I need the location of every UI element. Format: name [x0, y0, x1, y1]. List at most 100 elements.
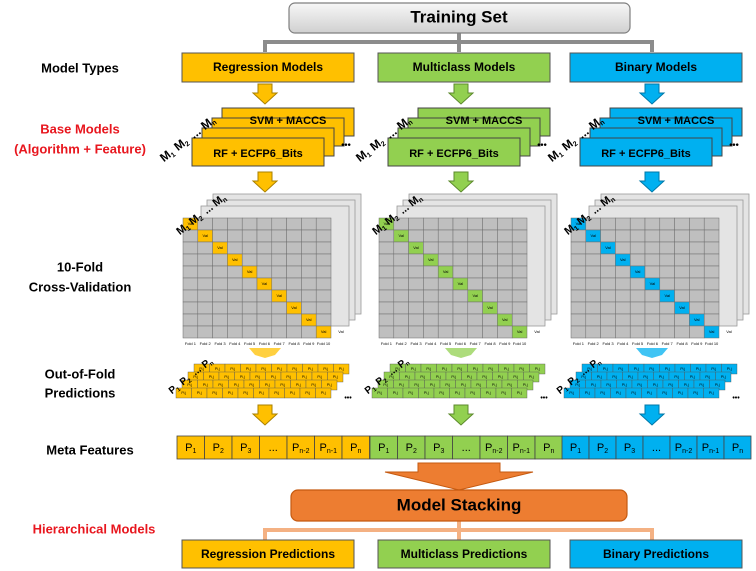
column-mc-oof-cell-label: Pi,j [492, 383, 497, 387]
column-mc-cv-cell [393, 301, 409, 315]
column-mc-cv-cell [511, 265, 528, 279]
column-bin-arrow-3 [636, 348, 668, 358]
column-bin-oof-p1-sub: 1 [564, 386, 571, 393]
column-mc-cv-cell [482, 253, 498, 267]
column-bin-cv-cell [659, 301, 675, 315]
column-reg-cv-cell [301, 253, 317, 267]
column-bin-fold-label: Fold 8 [676, 341, 688, 346]
column-bin-oof-cell-label: Pi,j [680, 367, 685, 371]
column-mc-cv-cell [467, 253, 483, 267]
column-mc-cv-cell [482, 313, 498, 327]
column-bin-cv-cell [585, 313, 601, 327]
column-bin-cv-cell [570, 325, 587, 339]
column-reg-cv-cell [286, 289, 302, 303]
column-mc-mn-sub: n [407, 119, 415, 127]
column-mc-oof-cell-label: Pi,j [504, 367, 509, 371]
column-bin-cv-cell [585, 265, 601, 279]
column-bin-oof-cell-label: Pi,j [622, 383, 627, 387]
column-bin-oof-cell-label: Pi,j [693, 391, 698, 395]
column-bin-oof-cell-label: Pi,j [678, 391, 683, 395]
column-mc-m2-sub: 2 [380, 141, 387, 149]
column-reg-meta-cell-label-main: P [292, 442, 299, 454]
column-reg-meta-cell-label: Pn-1 [320, 442, 338, 455]
column-mc-cv-cell [378, 313, 395, 327]
column-mc-cv-cell [408, 265, 424, 279]
column-bin-oof-cell-label: Pi,j [647, 391, 652, 395]
column-bin-meta-cell-label: P2 [597, 442, 608, 455]
column-mc-cv-cell [393, 253, 409, 267]
column-bin-cv-cell [600, 265, 616, 279]
column-mc-oof-cell-label: Pi,j [393, 391, 398, 395]
row-label-hierarchical: Hierarchical Models [33, 521, 156, 536]
column-reg-cv-cell [227, 217, 243, 231]
column-mc-meta-cell-label-sub: 3 [440, 448, 444, 455]
column-reg-oof-p1-sub: 1 [176, 386, 183, 393]
column-reg-cv-cell [197, 301, 213, 315]
column-bin-cv-cell [674, 277, 690, 291]
column-mc-cv-cell [378, 325, 395, 339]
column-reg-fold-label: Fold 9 [303, 341, 315, 346]
column-mc-cv-cell [511, 277, 528, 291]
column-bin-cv-cell [615, 229, 631, 243]
column-mc-cv-cell [423, 229, 439, 243]
column-mc-meta-cell-label-sub: 1 [385, 448, 389, 455]
column-mc-cv-cell [511, 241, 528, 255]
column-reg-cv-m1-sub: 1 [185, 225, 192, 233]
column-reg-fold-label: Fold 6 [259, 341, 271, 346]
column-mc-cv-cell [423, 277, 439, 291]
column-bin-oof-cell-label: Pi,j [709, 391, 714, 395]
column-bin-arrow-4 [638, 404, 666, 426]
column-reg-cv-cell [271, 217, 287, 231]
column-bin-oof-cell-label: Pi,j [674, 375, 679, 379]
column-reg-cv-val-label: Val [232, 257, 238, 262]
column-mc-oof-cell-label: Pi,j [399, 383, 404, 387]
column-reg-cv-cell [197, 265, 213, 279]
column-reg-cv-cell [256, 325, 273, 339]
column-bin-fold-label: Fold 5 [632, 341, 644, 346]
column-mc-cv-cell [497, 253, 513, 267]
column-bin-meta-cell-label-main: P [624, 442, 631, 454]
column-bin-oof-more: ••• [732, 395, 740, 402]
column-reg-cv-cell [271, 325, 287, 339]
column-mc-cv-cell [467, 265, 483, 279]
column-mc-cv-cell [408, 313, 424, 327]
column-mc-oof-cell-label: Pi,j [473, 367, 478, 371]
column-mc-oof-cell-label: Pi,j [486, 391, 491, 395]
column-reg-cv-cell [315, 301, 332, 315]
row-label-meta-features: Meta Features [46, 442, 133, 457]
column-reg-cv-cell [271, 265, 287, 279]
column-bin-meta-cell-label: Pn-2 [675, 442, 693, 455]
column-mc-cv-cell [482, 241, 498, 255]
column-reg-cv-cell [227, 301, 243, 315]
column-reg-oof-cell-label: Pi,j [255, 375, 260, 379]
column-bin-oof-pn-sub: n [597, 360, 604, 367]
column-reg-cv-cell [227, 229, 243, 243]
column-bin-cv-cell [615, 277, 631, 291]
column-mc-cv-cell [437, 253, 454, 267]
column-bin-cv-cell [629, 289, 646, 303]
column-mc-meta-cell-label: P2 [406, 442, 417, 455]
column-mc-oof-cell-label: Pi,j [405, 375, 410, 379]
column-reg-oof-cell-label: Pi,j [302, 375, 307, 379]
column-bin-meta-cell-label-main: P [702, 442, 709, 454]
column-bin-cv-cell [644, 313, 661, 327]
column-bin-oof-cell-label: Pi,j [721, 375, 726, 379]
column-mc-oof-pn-sub: n [405, 360, 412, 367]
column-mc-fold-label: Fold 7 [470, 341, 482, 346]
column-reg-meta-cell-label-main: P [213, 442, 220, 454]
column-bin-fold-label: Fold 1 [573, 341, 585, 346]
column-reg-oof-cell-label: Pi,j [243, 391, 248, 395]
column-bin-cv-cell [703, 253, 720, 267]
column-mc-cv-cell [452, 301, 469, 315]
column-reg-fold-label: Fold 10 [317, 341, 331, 346]
column-bin-cv-cell [600, 313, 616, 327]
column-mc-meta-cell-label-main: P [485, 442, 492, 454]
column-reg-cv-cell [315, 313, 332, 327]
column-mc-cv-cell [423, 217, 439, 231]
column-reg-cv-cell [271, 253, 287, 267]
column-bin-cv-cell [629, 313, 646, 327]
column-bin-cv-cell [659, 313, 675, 327]
column-reg-m2-sub: 2 [184, 141, 191, 149]
column-bin-cv-cell [659, 265, 675, 279]
